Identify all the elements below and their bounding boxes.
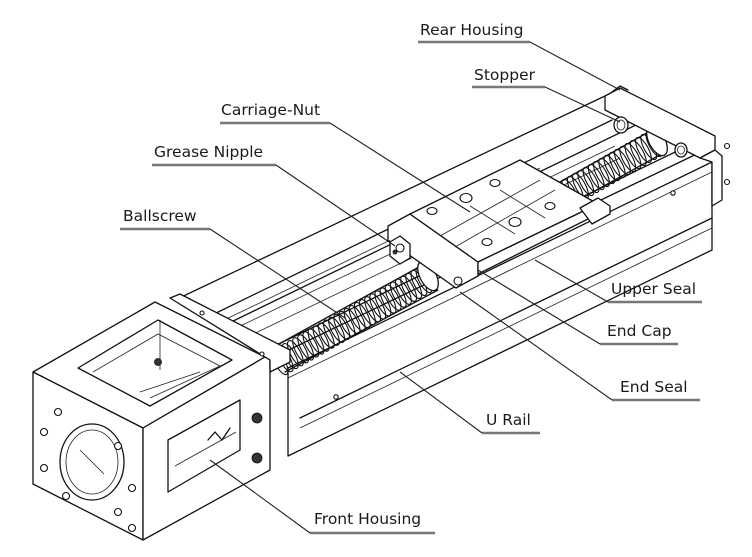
label-upper-seal: Upper Seal	[611, 280, 696, 298]
label-stopper: Stopper	[474, 66, 536, 84]
label-end-seal: End Seal	[620, 378, 688, 396]
thread-coil	[608, 151, 626, 179]
thread-coil	[400, 275, 418, 302]
carriage-nut	[387, 159, 611, 289]
thread-coil	[593, 160, 610, 188]
thread-coil	[348, 304, 366, 332]
thread-coil	[614, 148, 631, 176]
thread-coil	[619, 145, 637, 173]
thread-coil	[635, 136, 652, 164]
label-front-housing: Front Housing	[314, 510, 421, 528]
thread-coil	[577, 169, 595, 197]
thread-coil	[292, 337, 310, 364]
thread-coil	[302, 331, 320, 358]
thread-coil	[338, 310, 356, 338]
thread-coil	[389, 281, 407, 308]
grease-nipple	[389, 235, 411, 265]
leader-lines	[120, 40, 702, 535]
thread-coil	[624, 142, 642, 170]
thread-coil	[322, 319, 340, 346]
thread-coil	[582, 166, 600, 194]
thread-coil	[629, 139, 647, 167]
thread-coil	[358, 299, 376, 326]
label-ballscrew: Ballscrew	[123, 207, 197, 225]
thread-coil	[343, 307, 361, 335]
label-carriage-nut: Carriage-Nut	[221, 101, 320, 119]
thread-coil	[333, 313, 351, 341]
thread-coil	[587, 163, 605, 191]
thread-coil	[353, 301, 371, 329]
thread-coil	[598, 157, 616, 185]
thread-coil	[312, 325, 330, 352]
thread-coil	[307, 328, 325, 355]
front-housing	[32, 293, 291, 541]
rear-housing	[604, 85, 731, 207]
ballscrew-rear	[559, 125, 668, 206]
thread-coil	[369, 293, 387, 320]
thread-coil	[286, 340, 304, 367]
thread-coil	[374, 290, 392, 317]
thread-coil	[405, 272, 423, 300]
label-end-cap: End Cap	[607, 322, 672, 340]
thread-coil	[379, 287, 397, 314]
label-rear-housing: Rear Housing	[420, 21, 523, 39]
thread-coil	[317, 322, 335, 349]
label-grease-nipple: Grease Nipple	[154, 143, 263, 161]
thread-coil	[364, 296, 382, 323]
thread-coil	[603, 154, 621, 182]
thread-coil	[297, 334, 315, 361]
thread-coil	[384, 284, 402, 311]
thread-coil	[328, 316, 346, 343]
stopper	[613, 116, 688, 158]
thread-coil	[394, 278, 412, 305]
label-u-rail: U Rail	[486, 411, 531, 429]
